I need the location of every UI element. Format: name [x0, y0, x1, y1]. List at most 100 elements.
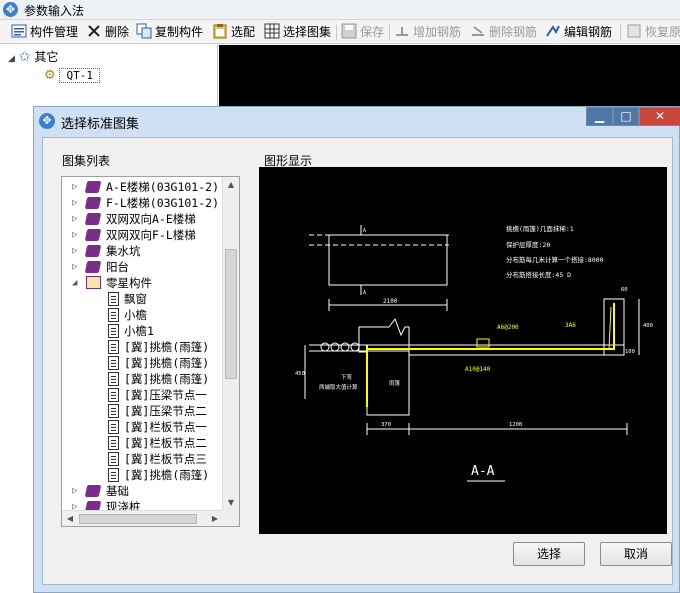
- section-title: A-A: [471, 464, 495, 479]
- copy-icon: [136, 23, 152, 39]
- dimension-label: 450: [295, 371, 305, 377]
- select-fit-button[interactable]: 选配: [212, 22, 255, 42]
- open-book-icon: [86, 276, 101, 289]
- toolbar-separator: [336, 24, 337, 40]
- section-wall-outline: [358, 317, 410, 416]
- delete-rebar-icon: [472, 26, 484, 36]
- delete-button[interactable]: 删除: [86, 22, 129, 42]
- cancel-button[interactable]: 取消: [600, 542, 672, 566]
- app-title: 参数输入法: [24, 4, 85, 18]
- copy-component-label: 复制构件: [155, 25, 204, 39]
- restore-label: 恢复原: [645, 25, 680, 39]
- expanded-arrow-icon[interactable]: ◢: [72, 278, 78, 288]
- tree-child-node[interactable]: ⚙ QT-1: [44, 66, 100, 84]
- atlas-list-item-label: 飘窗: [124, 292, 147, 306]
- delete-icon: [88, 25, 100, 37]
- save-button[interactable]: 保存: [341, 22, 384, 42]
- scroll-down-icon[interactable]: ▼: [227, 498, 235, 507]
- atlas-list-item-label: 双网双向F-L楼梯: [106, 228, 196, 242]
- book-icon: [84, 261, 102, 273]
- component-mgmt-label: 构件管理: [30, 25, 79, 39]
- annotation-label: 下弯: [341, 373, 353, 381]
- collapsed-arrow-icon[interactable]: ▷: [72, 230, 78, 240]
- atlas-list-label: 图集列表: [62, 154, 111, 168]
- book-icon: [84, 485, 102, 497]
- hscroll-thumb[interactable]: [79, 514, 197, 524]
- document-icon: [108, 324, 119, 338]
- atlas-list-item-label: 基础: [106, 484, 129, 498]
- select-atlas-button[interactable]: 选择图集: [264, 22, 331, 42]
- copy-component-button[interactable]: 复制构件: [136, 22, 203, 42]
- rebar-circle: [320, 342, 330, 352]
- collapsed-arrow-icon[interactable]: ▷: [72, 262, 78, 272]
- atlas-list[interactable]: ▷A-E楼梯(03G101-2)▷F-L楼梯(03G101-2)▷双网双向A-E…: [61, 176, 240, 527]
- close-button[interactable]: ✕: [639, 107, 680, 126]
- drawing-note: 分布筋搭接长度:45 D: [506, 270, 571, 279]
- atlas-list-item-label: 集水坑: [106, 244, 141, 258]
- dimension-label: 60: [621, 287, 628, 293]
- restore-button[interactable]: 恢复原: [626, 22, 680, 42]
- tree-child-label: QT-1: [59, 68, 100, 83]
- collapsed-arrow-icon[interactable]: ▷: [72, 214, 78, 224]
- select-atlas-dialog: ✥ 选择标准图集 ▁ □ ✕ 图集列表 图形显示 ▷ A-E楼梯(03G101-2…: [33, 106, 680, 593]
- dialog-title: 选择标准图集: [61, 117, 140, 132]
- atlas-list-item-label: [冀]挑檐(雨篷): [124, 340, 210, 354]
- tree-root-node[interactable]: ◢ ✩ 其它: [8, 48, 58, 66]
- add-rebar-button[interactable]: 增加钢筋: [394, 22, 461, 42]
- book-icon: [84, 181, 102, 193]
- document-icon: [108, 452, 119, 466]
- document-icon: [108, 372, 119, 386]
- preview-label: 图形显示: [264, 154, 313, 168]
- scroll-up-icon[interactable]: ▲: [227, 180, 235, 189]
- document-icon: [108, 436, 119, 450]
- atlas-list-item-label: A-E楼梯(03G101-2): [106, 180, 220, 194]
- close-icon: ✕: [654, 109, 666, 123]
- atlas-list-item-label: [冀]挑檐(雨篷): [124, 468, 210, 482]
- book-icon: [84, 245, 102, 257]
- select-button[interactable]: 选择: [513, 542, 585, 566]
- vertical-scrollbar[interactable]: ▲ ▼: [222, 177, 239, 511]
- add-rebar-icon: [396, 27, 408, 36]
- save-icon: [341, 23, 357, 39]
- component-mgmt-button[interactable]: 构件管理: [11, 22, 78, 42]
- maximize-button[interactable]: □: [613, 107, 639, 126]
- delete-rebar-button[interactable]: 删除钢筋: [470, 22, 537, 42]
- collapsed-arrow-icon[interactable]: ▷: [72, 182, 78, 192]
- scroll-left-icon[interactable]: ◀: [66, 514, 74, 523]
- scroll-right-icon[interactable]: ▶: [211, 514, 219, 523]
- edit-rebar-label: 编辑钢筋: [564, 25, 613, 39]
- app-icon: ✥: [3, 2, 18, 17]
- rebar-label: A10@140: [465, 366, 491, 373]
- rebar-circle: [350, 342, 360, 352]
- edit-rebar-button[interactable]: 编辑钢筋: [545, 22, 612, 42]
- select-atlas-label: 选择图集: [283, 25, 332, 39]
- atlas-list-item-label: [冀]压梁节点一: [124, 388, 207, 402]
- collapsed-arrow-icon[interactable]: ▷: [72, 486, 78, 496]
- book-icon: [84, 229, 102, 241]
- annotation-label: 雨篷: [389, 379, 401, 387]
- scroll-thumb[interactable]: [225, 249, 237, 379]
- rebar-line: [608, 306, 612, 350]
- rebar-label: 3A6: [565, 322, 576, 329]
- dialog-app-icon: ✥: [39, 113, 55, 129]
- save-label: 保存: [360, 25, 385, 39]
- rebar-label: A6@200: [497, 324, 519, 331]
- delete-label: 删除: [105, 25, 130, 39]
- atlas-list-item-label: 阳台: [106, 260, 129, 274]
- collapsed-arrow-icon[interactable]: ▷: [72, 198, 78, 208]
- maximize-icon: □: [620, 109, 632, 123]
- atlas-list-item-label: [冀]压梁节点二: [124, 404, 207, 418]
- dialog-titlebar[interactable]: ✥ 选择标准图集 ▁ □ ✕: [34, 107, 680, 135]
- collapsed-arrow-icon[interactable]: ▷: [72, 246, 78, 256]
- atlas-list-item-label: 双网双向A-E楼梯: [106, 212, 196, 226]
- collapsed-arrow-icon[interactable]: ▷: [72, 502, 78, 512]
- toolbar: 构件管理 删除 复制构件 选配 选择图集 保存 增加钢筋 删除钢筋 编辑钢筋 恢…: [0, 20, 680, 44]
- list-icon: [11, 24, 27, 38]
- collapse-arrow-icon[interactable]: ◢: [8, 54, 15, 64]
- toolbar-separator: [620, 24, 621, 40]
- document-icon: [108, 292, 119, 306]
- horizontal-scrollbar[interactable]: ◀ ▶: [62, 510, 223, 526]
- atlas-grid-icon: [264, 23, 280, 39]
- atlas-list-item-label: [冀]挑檐(雨篷): [124, 372, 210, 386]
- minimize-button[interactable]: ▁: [586, 107, 613, 126]
